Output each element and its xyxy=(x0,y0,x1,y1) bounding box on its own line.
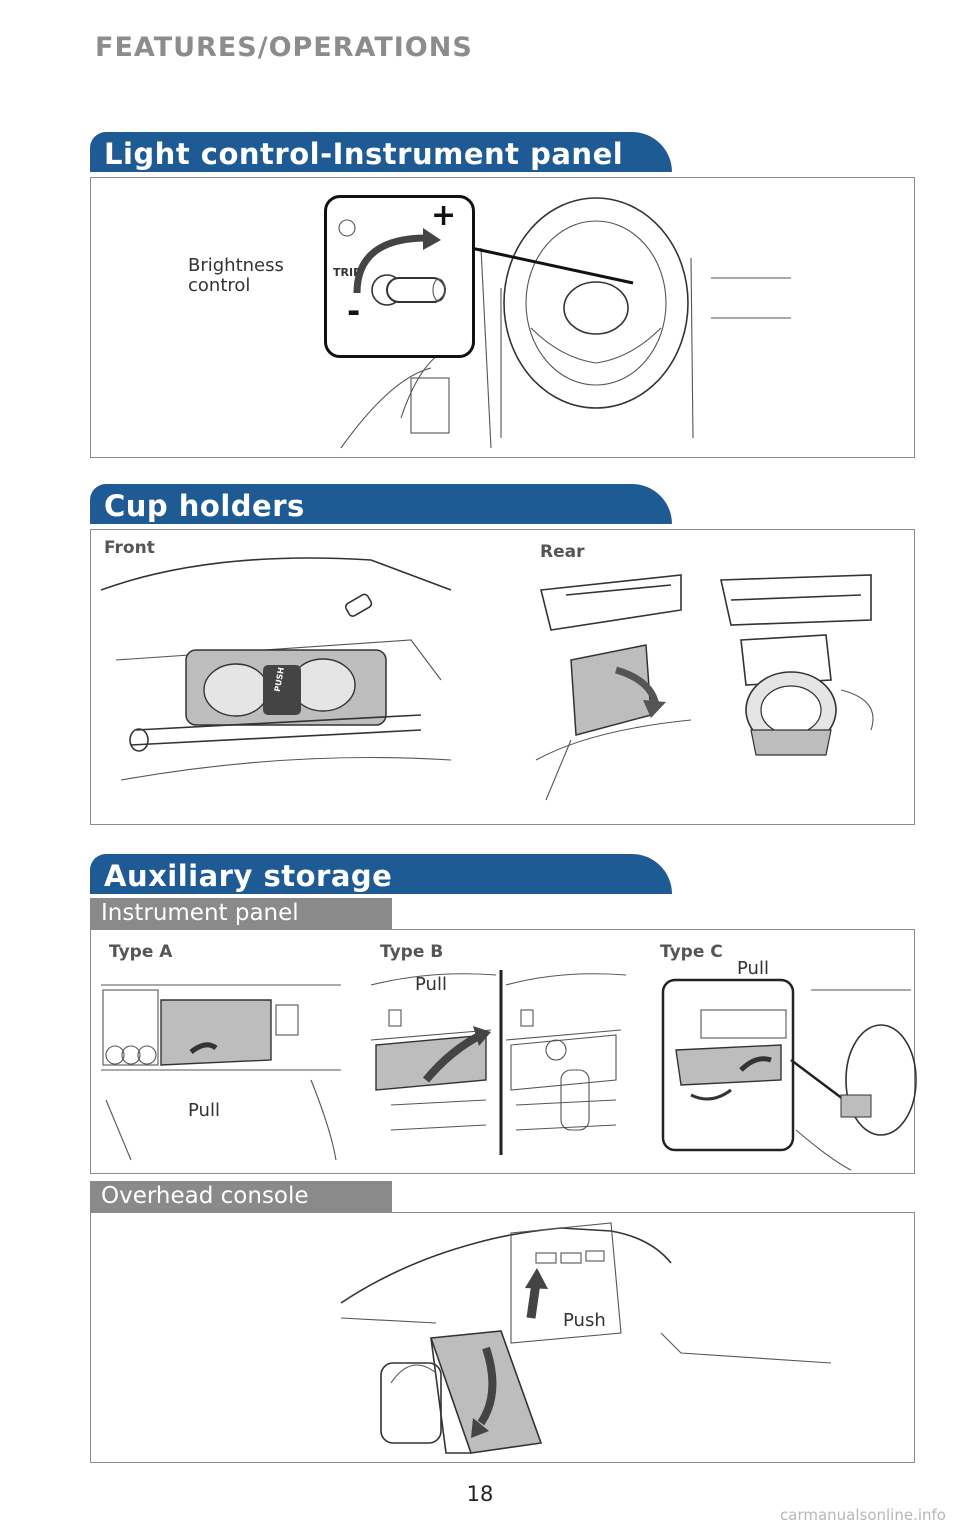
pull-label-type-c: Pull xyxy=(737,958,769,979)
section-title-auxiliary-storage: Auxiliary storage xyxy=(90,854,672,894)
brightness-callout: TRIP + - xyxy=(324,195,475,358)
overhead-console-panel: Push xyxy=(90,1212,915,1463)
overhead-console-illustration xyxy=(340,1222,832,1454)
page-header: FEATURES/OPERATIONS xyxy=(95,32,473,63)
plus-sign: + xyxy=(431,198,457,233)
brightness-label-line2: control xyxy=(188,275,251,296)
trip-text: TRIP xyxy=(333,266,362,279)
subsection-title-overhead-console: Overhead console xyxy=(90,1181,392,1212)
instrument-panel-illustrations xyxy=(101,970,917,1171)
type-a-label: Type A xyxy=(109,942,173,962)
rear-label: Rear xyxy=(540,542,585,562)
brightness-label: Brightness control xyxy=(188,256,284,296)
subsection-title-instrument-panel: Instrument panel xyxy=(90,898,392,929)
cup-holders-panel: Front Rear PUSH xyxy=(90,529,915,825)
type-b-label: Type B xyxy=(380,942,444,962)
minus-sign: - xyxy=(347,292,361,330)
push-label-overhead: Push xyxy=(563,1310,606,1331)
section-title-light-control: Light control-Instrument panel xyxy=(90,132,672,172)
light-control-panel: Brightness control TRIP + - xyxy=(90,177,915,458)
front-label: Front xyxy=(104,538,155,558)
dimmer-knob-icon xyxy=(338,219,446,306)
page-number: 18 xyxy=(466,1482,494,1506)
brightness-label-line1: Brightness xyxy=(188,255,284,276)
cup-holders-illustration xyxy=(100,557,874,801)
pull-label-type-a: Pull xyxy=(188,1100,220,1121)
section-title-cup-holders: Cup holders xyxy=(90,484,672,524)
instrument-panel-storage-panel: Type A Type B Type C Pull Pull Pull xyxy=(90,929,917,1174)
type-c-label: Type C xyxy=(660,942,723,962)
pull-label-type-b: Pull xyxy=(415,974,447,995)
dashboard-illustration xyxy=(340,197,791,449)
watermark: carmanualsonline.info xyxy=(780,1506,946,1524)
